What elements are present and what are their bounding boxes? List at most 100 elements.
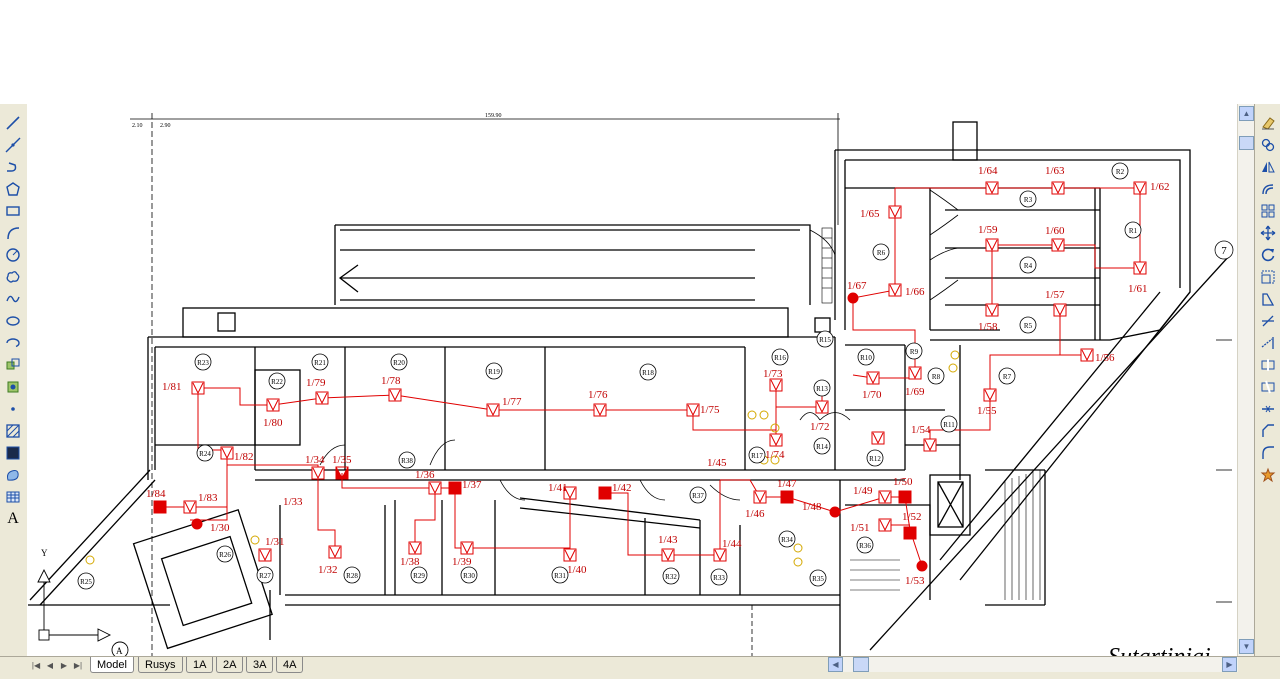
circuit-label: 1/83	[198, 492, 218, 504]
array-icon[interactable]	[1258, 202, 1278, 220]
door-swings	[319, 189, 959, 501]
drawing-canvas[interactable]: 2.10 2.90 159.90	[27, 104, 1237, 656]
h-scroll-thumb[interactable]	[853, 657, 869, 672]
room-label: R8	[932, 373, 941, 381]
circuit-label: 1/40	[567, 564, 587, 576]
break-at-point-icon[interactable]	[1258, 356, 1278, 374]
region-icon[interactable]	[3, 466, 23, 484]
room-label: R37	[692, 492, 704, 500]
circuit-label: 1/69	[905, 386, 925, 398]
circuit-label: 1/33	[283, 496, 303, 508]
circuit-label: 1/59	[978, 224, 998, 236]
table-icon[interactable]	[3, 488, 23, 506]
tab-4a[interactable]: 4A	[276, 657, 304, 673]
scroll-left-button[interactable]: ◀	[828, 657, 843, 672]
circuit-label: 1/50	[893, 476, 913, 488]
make-block-icon[interactable]	[3, 378, 23, 396]
first-tab-icon[interactable]: |◀	[31, 661, 41, 670]
tab-rusys[interactable]: Rusys	[138, 657, 183, 673]
multiline-text-icon[interactable]: A	[7, 510, 19, 527]
copy-icon[interactable]	[1258, 136, 1278, 154]
circuit-label: 1/34	[305, 454, 325, 466]
tab-2a[interactable]: 2A	[216, 657, 244, 673]
explode-icon[interactable]	[1258, 466, 1278, 484]
ellipse-icon[interactable]	[3, 312, 23, 330]
room-label: R18	[642, 369, 654, 377]
circuit-label: 1/78	[381, 375, 401, 387]
polygon-icon[interactable]	[3, 180, 23, 198]
vertical-scrollbar[interactable]: ▲ ▼	[1237, 104, 1255, 656]
tab-model[interactable]: Model	[90, 657, 134, 673]
tab-3a[interactable]: 3A	[246, 657, 274, 673]
circuit-label: 1/31	[265, 536, 285, 548]
chamfer-icon[interactable]	[1258, 422, 1278, 440]
scroll-right-button[interactable]: ▶	[1222, 657, 1237, 672]
circuit-label: 1/51	[850, 522, 870, 534]
room-label: R29	[413, 572, 425, 580]
scroll-thumb[interactable]	[1239, 136, 1254, 150]
circuit-label: 1/42	[612, 482, 632, 494]
spline-icon[interactable]	[3, 290, 23, 308]
room-label: R28	[346, 572, 358, 580]
erase-icon[interactable]	[1258, 114, 1278, 132]
last-tab-icon[interactable]: ▶|	[73, 661, 83, 670]
arc-icon[interactable]	[3, 224, 23, 242]
revision-cloud-icon[interactable]	[3, 268, 23, 286]
modify-toolbar	[1254, 104, 1280, 656]
next-tab-icon[interactable]: ▶	[60, 661, 68, 670]
room-label: R35	[812, 575, 824, 583]
rectangle-icon[interactable]	[3, 202, 23, 220]
trim-icon[interactable]	[1258, 312, 1278, 330]
gradient-icon[interactable]	[3, 444, 23, 462]
room-label: R36	[859, 542, 871, 550]
rotate-icon[interactable]	[1258, 246, 1278, 264]
stretch-icon[interactable]	[1258, 290, 1278, 308]
room-label: R34	[781, 536, 793, 544]
break-icon[interactable]	[1258, 378, 1278, 396]
dim-label-1: 2.10	[132, 123, 143, 129]
ucs-y-label: Y	[41, 548, 48, 558]
room-label: R1	[1129, 227, 1138, 235]
room-label: R15	[819, 336, 831, 344]
fillet-icon[interactable]	[1258, 444, 1278, 462]
move-icon[interactable]	[1258, 224, 1278, 242]
room-label: R27	[259, 572, 271, 580]
circuit-label: 1/65	[860, 208, 880, 220]
scale-icon[interactable]	[1258, 268, 1278, 286]
circuit-label: 1/46	[745, 508, 765, 520]
room-label: R14	[816, 443, 828, 451]
svg-text:7: 7	[1221, 245, 1227, 257]
tab-1a[interactable]: 1A	[186, 657, 214, 673]
circuit-label: 1/77	[502, 396, 522, 408]
extend-icon[interactable]	[1258, 334, 1278, 352]
polyline-icon[interactable]	[3, 158, 23, 176]
circuit-label: 1/72	[810, 421, 830, 433]
circuit-label: 1/55	[977, 405, 997, 417]
grid-marker: 7	[1214, 240, 1234, 603]
circuit-label: 1/84	[146, 488, 166, 500]
join-icon[interactable]	[1258, 400, 1278, 418]
circle-icon[interactable]	[3, 246, 23, 264]
scroll-down-button[interactable]: ▼	[1239, 639, 1254, 654]
line-icon[interactable]	[3, 114, 23, 132]
ucs-icon	[37, 568, 129, 656]
circuit-label: 1/63	[1045, 165, 1065, 177]
horizontal-scrollbar[interactable]: ◀ ▶	[828, 657, 1238, 672]
insert-block-icon[interactable]	[3, 356, 23, 374]
circuit-label: 1/61	[1128, 283, 1148, 295]
hatch-icon[interactable]	[3, 422, 23, 440]
prev-tab-icon[interactable]: ◀	[46, 661, 54, 670]
outlet-markers	[85, 350, 960, 567]
circuit-label: 1/37	[462, 479, 482, 491]
offset-icon[interactable]	[1258, 180, 1278, 198]
room-label: R7	[1003, 373, 1012, 381]
room-label: R31	[554, 572, 566, 580]
point-icon[interactable]	[3, 400, 23, 418]
mirror-icon[interactable]	[1258, 158, 1278, 176]
circuit-label: 1/54	[911, 424, 931, 436]
scroll-up-button[interactable]: ▲	[1239, 106, 1254, 121]
construction-line-icon[interactable]	[3, 136, 23, 154]
ellipse-arc-icon[interactable]	[3, 334, 23, 352]
circuit-label: 1/76	[588, 389, 608, 401]
circuit-label: 1/30	[210, 522, 230, 534]
